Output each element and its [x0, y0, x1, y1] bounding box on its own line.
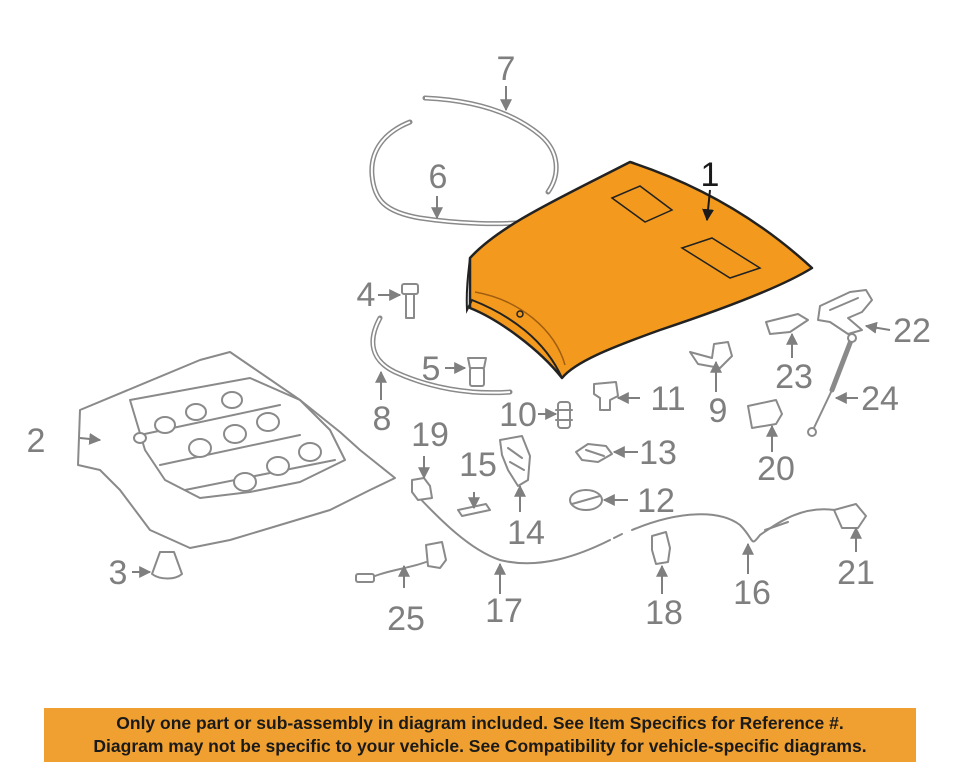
callout-23: 23: [775, 358, 813, 396]
callout-3: 3: [109, 554, 128, 592]
retainer: [411, 477, 433, 501]
lift-support: [807, 333, 857, 437]
callout-8: 8: [373, 400, 392, 438]
weatherstrip: [370, 315, 513, 396]
cap: [569, 489, 603, 511]
hinge-insulator: [765, 313, 809, 335]
callout-18: 18: [645, 594, 683, 632]
disclaimer-banner: Only one part or sub-assembly in diagram…: [44, 708, 916, 762]
bracket: [689, 341, 733, 369]
bolt-small: [467, 357, 487, 387]
parts-diagram: 1 2 3 4 5 6 7 8 9 10 11 12 13 14 15 16 1…: [27, 50, 931, 638]
emblem: [575, 443, 613, 463]
callout-24: 24: [861, 380, 899, 418]
hood-hinge: [817, 289, 873, 335]
hood-panel: [465, 160, 814, 380]
callout-2: 2: [27, 422, 46, 460]
callout-21: 21: [837, 554, 875, 592]
engine-cover: [77, 351, 396, 549]
callout-16: 16: [733, 574, 771, 612]
callout-9: 9: [709, 392, 728, 430]
release-cable: [411, 489, 836, 565]
support-bracket: [747, 399, 783, 429]
hood-latch: [833, 503, 867, 529]
latch-bracket: [499, 435, 531, 487]
bolt: [401, 283, 419, 319]
callout-4: 4: [357, 276, 376, 314]
hood-striker: [593, 381, 619, 411]
hood-bumper: [151, 551, 183, 580]
cable-guide: [651, 531, 671, 565]
callout-1: 1: [701, 156, 720, 194]
disclaimer-line-1: Only one part or sub-assembly in diagram…: [116, 713, 844, 733]
callout-13: 13: [639, 434, 677, 472]
disclaimer-line-2: Diagram may not be specific to your vehi…: [93, 736, 867, 756]
hood-seal-upper: [422, 95, 559, 195]
callout-19: 19: [411, 416, 449, 454]
callout-5: 5: [422, 350, 441, 388]
callout-17: 17: [485, 592, 523, 630]
callout-14: 14: [507, 514, 545, 552]
sensor-switch: [355, 541, 447, 583]
hood-seal-lower: [369, 119, 531, 227]
callout-22: 22: [893, 312, 931, 350]
callout-11: 11: [650, 380, 685, 418]
callout-7: 7: [497, 50, 516, 88]
callout-20: 20: [757, 450, 795, 488]
callout-25: 25: [387, 600, 425, 638]
callout-6: 6: [429, 158, 448, 196]
callout-12: 12: [637, 482, 675, 520]
callout-10: 10: [499, 396, 537, 434]
callout-15: 15: [459, 446, 497, 484]
retainer-clip: [555, 401, 573, 429]
